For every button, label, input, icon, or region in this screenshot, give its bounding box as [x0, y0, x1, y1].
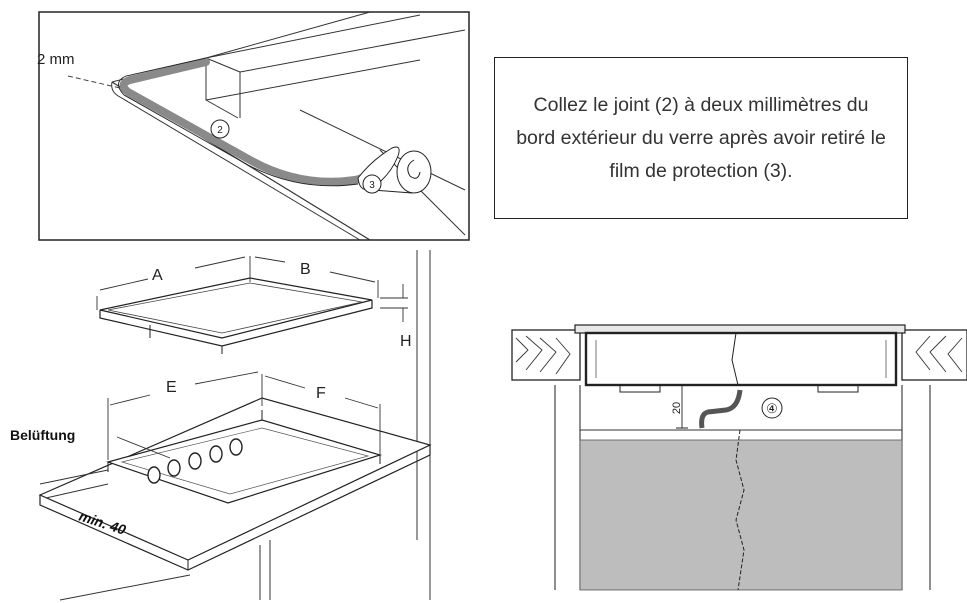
callout-seal-number: 2 [217, 125, 223, 136]
wood-grain-left [515, 335, 571, 375]
ventilation-label: Belüftung [10, 427, 75, 443]
section-view-drawing [511, 324, 967, 591]
oven-cavity [579, 439, 903, 591]
instruction-box: Collez le joint (2) à deux millimètres d… [494, 57, 908, 219]
section-glass-plate [574, 324, 906, 334]
dimension-e-label: E [166, 379, 177, 396]
connection-cable [699, 389, 743, 429]
section-hob-body [584, 331, 898, 387]
instruction-text: Collez le joint (2) à deux millimètres d… [516, 93, 886, 182]
ventilation-holes [147, 438, 243, 484]
dimension-b-label: B [300, 261, 311, 278]
seal-detail-panel: 2 3 [38, 11, 470, 241]
dimension-2mm-label: 2 mm [37, 51, 75, 68]
dimension-a-label: A [152, 267, 163, 284]
dimension-f-label: F [316, 385, 326, 402]
wood-grain-right [915, 335, 963, 373]
hob-glass-plate [99, 277, 373, 339]
film-roll [396, 150, 432, 194]
hob-installation-drawing [38, 250, 432, 601]
callout-cable-number: ④ [766, 401, 778, 416]
callout-film-number: 3 [369, 180, 375, 191]
gap-20-label: 20 [671, 402, 683, 414]
dimension-h-label: H [400, 333, 412, 350]
